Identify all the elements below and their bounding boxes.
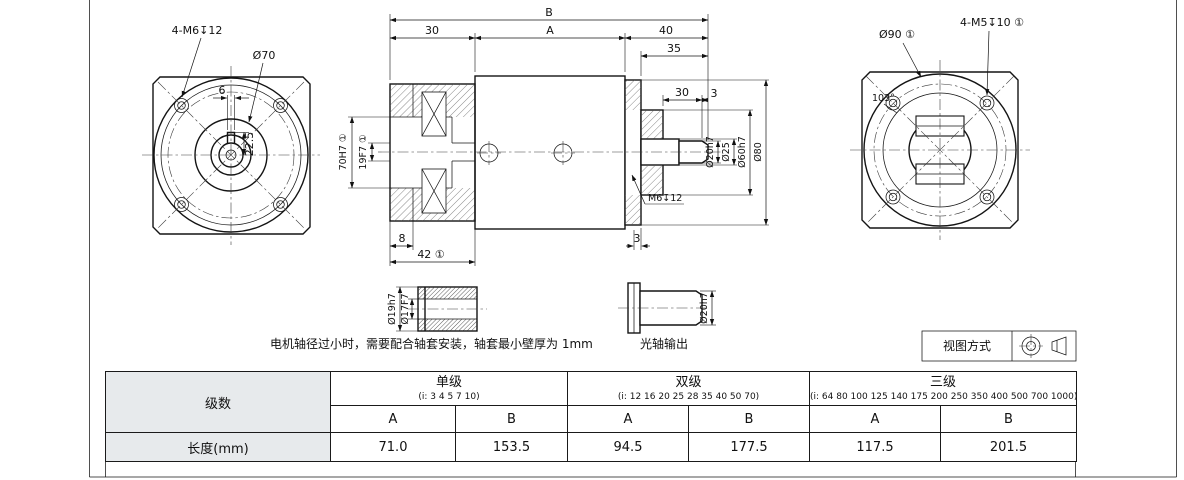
col-header-a: A [330,405,456,433]
bolt-hole [273,98,288,113]
front-keyway-width-dim: 6 [219,84,226,97]
group-single-cell: 单级 (i: 3 4 5 7 10) [330,371,568,406]
sleeve-note: 电机轴径过小时，需要配合轴套安装，轴套最小壁厚为 1mm [270,336,593,351]
thread-note-label: M6↧12 [648,193,682,204]
spec-table: 级数 单级 (i: 3 4 5 7 10) 双级 (i: 12 16 20 25… [105,371,1077,462]
dim-8-label: 8 [399,232,406,245]
dia-20h7-label: Ø20h7 [705,136,716,168]
section-view: B 30 A 40 35 30 3 70H7 ① 19F7 ① Ø20h7 [338,6,769,266]
col-header-a: A [809,405,941,433]
rear-view: Ø90 ① 4-M5↧10 ① 103° [850,16,1030,240]
group-triple-cell: 三级 (i: 64 80 100 125 140 175 200 250 350… [809,371,1078,406]
group-double-cell: 双级 (i: 12 16 20 25 28 35 40 50 70) [567,371,810,406]
length-value-double-a: 94.5 [567,432,689,462]
front-keyway-height-dim: 22.5 [243,132,256,157]
col-header-b: B [455,405,568,433]
bolt-hole [979,189,995,205]
dim-30-shaft-label: 30 [675,86,689,99]
shaft-dia20h7-label: Ø20h7 [699,292,710,324]
dim-3-flange-label: 3 [634,232,641,245]
shaft-detail: Ø20h7 光轴输出 [618,282,716,351]
dim-30-left-label: 30 [425,24,439,37]
sleeve-detail: Ø19h7 Ø17F7 电机轴径过小时，需要配合轴套安装，轴套最小壁厚为 1mm [270,286,593,351]
dim-a-label: A [546,24,554,37]
group-triple-ratios: (i: 64 80 100 125 140 175 200 250 350 40… [810,392,1078,402]
front-view: 6 22.5 Ø70 4-M6↧12 [142,24,320,245]
front-bolt-note: 4-M6↧12 [172,24,223,37]
group-header-row: 级数 单级 (i: 3 4 5 7 10) 双级 (i: 12 16 20 25… [105,371,1078,433]
length-row: 长度(mm) 71.0 153.5 94.5 177.5 117.5 201.5 [105,432,1077,462]
bore-19f7-label: 19F7 ① [358,134,369,169]
rear-angle-label: 103° [872,93,895,104]
dim-35-label: 35 [667,42,681,55]
length-value-triple-a: 117.5 [809,432,941,462]
col-header-a: A [567,405,689,433]
length-value-triple-b: 201.5 [940,432,1077,462]
dia-80-label: Ø80 [753,142,764,162]
bolt-hole [885,189,901,205]
dim-40-label: 40 [659,24,673,37]
bolt-hole [273,197,288,212]
sleeve-dia17f7-label: Ø17F7 [400,293,411,324]
dim-3-tip-label: 3 [711,87,718,100]
bolt-hole [174,197,189,212]
rear-dia90-label: Ø90 ① [879,28,915,41]
group-single-ratios: (i: 3 4 5 7 10) [418,392,480,402]
length-value-double-b: 177.5 [688,432,810,462]
length-label-cell: 长度(mm) [105,432,331,462]
group-single-name: 单级 [435,375,462,390]
projection-label: 视图方式 [943,338,991,353]
dia-60h7-label: Ø60h7 [737,136,748,168]
bolt-hole [979,95,995,111]
dim-b-label: B [545,6,553,19]
group-double-ratios: (i: 12 16 20 25 28 35 40 50 70) [617,392,760,402]
group-triple-name: 三级 [929,375,956,390]
dim-42-label: 42 ① [417,248,444,261]
front-dia70-label: Ø70 [253,49,276,62]
sleeve-dia19h7-label: Ø19h7 [387,293,398,325]
rear-bolt-note: 4-M5↧10 ① [960,16,1024,29]
group-double-name: 双级 [675,375,702,390]
col-header-b: B [688,405,810,433]
length-value-single-b: 153.5 [455,432,568,462]
stage-header-cell: 级数 [105,371,331,433]
bolt-hole [174,98,189,113]
col-header-b: B [940,405,1077,433]
bore-70h7-label: 70H7 ① [338,134,349,171]
projection-box: 视图方式 [921,330,1077,362]
projection-symbol-icon [1019,334,1067,358]
length-value-single-a: 71.0 [330,432,456,462]
dia-25-label: Ø25 [721,142,732,162]
sheet-frame [89,0,1177,478]
shaft-note: 光轴输出 [640,336,688,351]
